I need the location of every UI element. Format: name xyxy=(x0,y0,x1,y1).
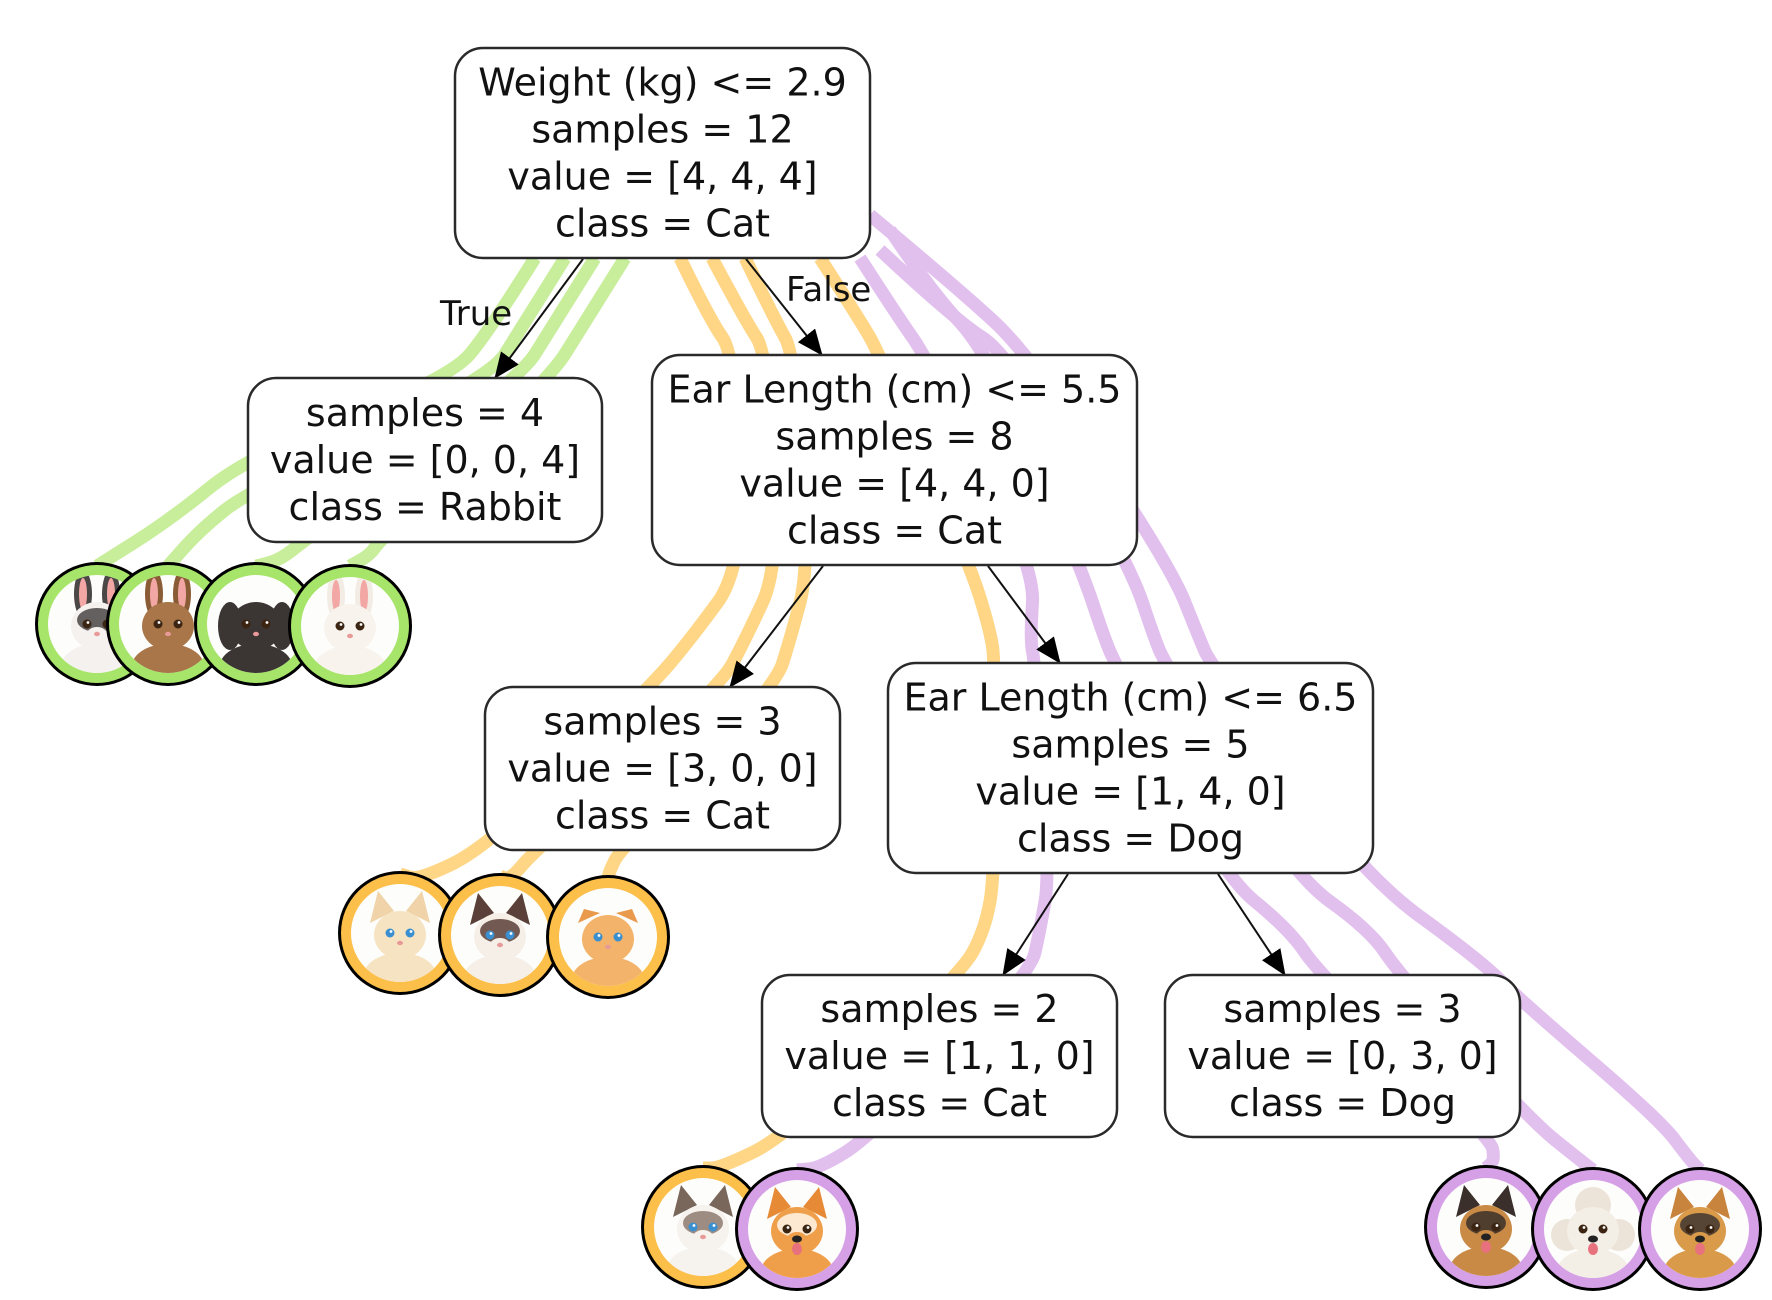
sample-ribbon-cat-cream-longhair xyxy=(398,255,748,884)
sample-avatars xyxy=(35,562,1762,1293)
node-line: class = Cat xyxy=(555,202,770,246)
dog-face-icon xyxy=(1551,1187,1635,1278)
node-line: value = [0, 0, 4] xyxy=(270,438,580,482)
node-line: value = [4, 4, 4] xyxy=(507,155,817,199)
node-box xyxy=(246,376,604,544)
node-line: class = Dog xyxy=(1229,1081,1456,1125)
cat-face-icon xyxy=(364,891,436,982)
cat-face-icon xyxy=(464,893,536,984)
node-line: Ear Length (cm) <= 6.5 xyxy=(904,676,1358,720)
edge-root-to-rabbit_leaf xyxy=(494,258,584,379)
true-edge-label: True xyxy=(439,294,512,334)
node-line: class = Cat xyxy=(555,794,770,838)
cat-face-icon xyxy=(572,909,644,986)
node-box xyxy=(1163,973,1522,1139)
edge-labels: True False xyxy=(439,270,871,334)
sample-avatar-dog-german-shepherd[interactable] xyxy=(1424,1165,1548,1291)
edge-ear65-to-dog_leaf xyxy=(1217,873,1286,976)
node-box xyxy=(760,973,1119,1139)
node-line: value = [1, 4, 0] xyxy=(975,770,1285,814)
sample-avatar-rabbit-brown[interactable] xyxy=(106,562,230,688)
node-line: value = [4, 4, 0] xyxy=(739,462,1049,506)
sample-avatar-cat-cream-longhair[interactable] xyxy=(338,871,462,997)
node-line: samples = 12 xyxy=(531,108,793,152)
sample-avatar-cat-ragdoll[interactable] xyxy=(641,1165,765,1291)
node-box xyxy=(886,661,1375,875)
edge-ear55-to-cat_leaf xyxy=(729,565,824,688)
sample-avatar-cat-orange-fold[interactable] xyxy=(546,875,670,1001)
node-box xyxy=(453,46,872,260)
node-line: samples = 3 xyxy=(1223,987,1461,1031)
sample-avatar-rabbit-black-lop[interactable] xyxy=(194,562,318,688)
dog-face-icon xyxy=(1450,1185,1522,1276)
node-box xyxy=(483,685,842,852)
rabbit-face-icon xyxy=(218,602,294,673)
tree-edges xyxy=(494,258,1286,976)
sample-avatar-rabbit-white[interactable] xyxy=(288,564,412,690)
cat-face-icon xyxy=(667,1185,739,1276)
node-line: class = Dog xyxy=(1017,817,1244,861)
dog-face-icon xyxy=(1664,1187,1736,1278)
node-line: Weight (kg) <= 2.9 xyxy=(478,61,847,105)
sample-ribbon-cat-siamese xyxy=(497,254,783,885)
sample-avatar-dog-yorkie[interactable] xyxy=(1638,1167,1762,1293)
edge-ear65-to-mixed_leaf xyxy=(1002,873,1069,976)
node-line: samples = 4 xyxy=(306,391,544,435)
dog-face-icon xyxy=(761,1187,833,1278)
false-edge-label: False xyxy=(786,270,871,310)
node-line: Ear Length (cm) <= 5.5 xyxy=(668,368,1122,412)
sample-avatar-dog-poodle[interactable] xyxy=(1531,1167,1655,1293)
sample-avatar-dog-corgi[interactable] xyxy=(735,1167,859,1293)
node-line: value = [3, 0, 0] xyxy=(507,747,817,791)
node-line: class = Rabbit xyxy=(289,485,562,529)
rabbit-face-icon xyxy=(314,577,386,675)
node-box xyxy=(650,353,1139,567)
node-line: class = Cat xyxy=(787,509,1002,553)
edge-root-to-ear55 xyxy=(745,258,823,356)
edge-ear55-to-ear65 xyxy=(987,565,1061,664)
node-line: samples = 3 xyxy=(543,700,781,744)
rabbit-face-icon xyxy=(132,575,204,673)
sample-avatar-cat-siamese[interactable] xyxy=(438,873,562,999)
node-line: samples = 8 xyxy=(775,415,1013,459)
node-line: value = [0, 3, 0] xyxy=(1187,1034,1497,1078)
node-line: class = Cat xyxy=(832,1081,1047,1125)
node-line: samples = 5 xyxy=(1011,723,1249,767)
node-line: samples = 2 xyxy=(820,987,1058,1031)
node-line: value = [1, 1, 0] xyxy=(784,1034,1094,1078)
